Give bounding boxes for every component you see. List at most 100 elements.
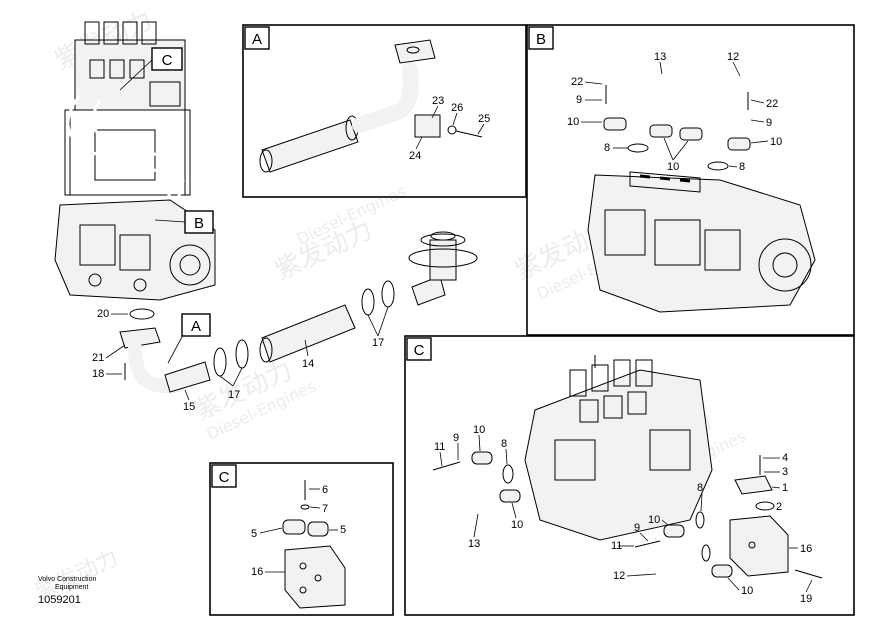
- part-label: 10: [511, 519, 523, 531]
- o-ring: [627, 143, 649, 153]
- part-label: 5: [251, 528, 257, 540]
- hose-clamp: [213, 347, 227, 377]
- part-label: 7: [322, 503, 328, 515]
- footer-company: Volvo Construction: [38, 576, 96, 583]
- bracket: [414, 114, 441, 138]
- part-label: 12: [727, 51, 739, 63]
- part-label: 12: [613, 570, 625, 582]
- panel-b-frame: [526, 24, 855, 336]
- part-label: 8: [697, 482, 703, 494]
- o-ring: [300, 504, 310, 510]
- part-label: 26: [451, 102, 463, 114]
- part-label: 5: [340, 524, 346, 536]
- part-label: 6: [322, 484, 328, 496]
- split-flange: [679, 127, 703, 141]
- suction-elbow: [164, 361, 211, 393]
- panel-b-tag-label: B: [536, 31, 546, 48]
- footer-division: Equipment: [55, 584, 89, 591]
- part-label: 23: [432, 95, 444, 107]
- split-flange: [727, 137, 751, 151]
- o-ring: [695, 511, 705, 529]
- part-label: 9: [634, 522, 640, 534]
- part-label: 22: [571, 76, 583, 88]
- bolt: [432, 461, 461, 471]
- o-ring: [707, 161, 729, 171]
- part-label: 10: [473, 424, 485, 436]
- bolt: [455, 130, 483, 138]
- part-label: 11: [611, 540, 622, 552]
- part-label: 11: [434, 441, 445, 453]
- split-flange: [307, 521, 329, 537]
- detail-panel-a: A 23 26 25 24: [242, 24, 527, 198]
- part-label: 4: [782, 452, 788, 464]
- part-label: 10: [648, 514, 660, 526]
- callout-a: [181, 313, 211, 337]
- control-valve-body: [524, 369, 713, 541]
- panel-a-tag-label: A: [252, 31, 262, 48]
- hose-clamp: [235, 339, 249, 369]
- o-ring: [755, 501, 775, 511]
- part-label: 9: [576, 94, 582, 106]
- valve-block: [729, 515, 789, 577]
- hose-clamp: [361, 288, 375, 316]
- part-label: 18: [92, 368, 104, 380]
- split-flange: [499, 489, 521, 503]
- part-label: 8: [501, 438, 507, 450]
- hydraulic-pump: [587, 174, 816, 313]
- part-label: 10: [567, 116, 579, 128]
- o-ring: [502, 464, 514, 484]
- part-label: 20: [97, 308, 109, 320]
- callout-c-label: C: [162, 52, 173, 69]
- o-ring: [701, 544, 711, 562]
- panel-a-tag: [244, 26, 270, 50]
- hose-clamp: [381, 280, 395, 308]
- drawing-number: 1059201: [38, 594, 81, 606]
- callout-a-label: A: [191, 318, 201, 335]
- part-label: 2: [776, 501, 782, 513]
- suction-hose: [261, 304, 356, 363]
- part-label: 16: [251, 566, 263, 578]
- o-ring: [129, 308, 155, 320]
- part-label: 10: [741, 585, 753, 597]
- panel-b-tag: [528, 26, 554, 50]
- part-label: 22: [766, 98, 778, 110]
- panel-c-large-frame: [404, 335, 855, 616]
- part-label: 3: [782, 466, 788, 478]
- panel-c-small-tag: [211, 464, 237, 488]
- part-label: 8: [604, 142, 610, 154]
- drawing-footer: Volvo Construction Equipment 1059201: [38, 576, 96, 606]
- bolt: [794, 569, 823, 579]
- part-label: 19: [800, 593, 812, 605]
- split-flange: [663, 524, 685, 538]
- split-flange: [711, 564, 733, 578]
- part-label: 10: [667, 161, 679, 173]
- part-label: 14: [302, 358, 314, 370]
- flange: [394, 39, 436, 64]
- panel-c-small-frame: [209, 462, 394, 616]
- part-label: 13: [468, 538, 480, 550]
- part-label: 16: [800, 543, 812, 555]
- part-label: 13: [654, 51, 666, 63]
- part-label: 25: [478, 113, 490, 125]
- panel-a-frame: [242, 24, 527, 198]
- part-label: 17: [228, 389, 240, 401]
- part-label: 1: [782, 482, 788, 494]
- callout-b-label: B: [194, 215, 204, 232]
- split-flange: [603, 117, 627, 131]
- part-label: 9: [453, 432, 459, 444]
- panel-c-large-tag-label: C: [414, 342, 425, 359]
- panel-c-large-tag: [406, 337, 432, 361]
- flange: [734, 475, 773, 495]
- part-label: 21: [92, 352, 104, 364]
- part-label: 15: [183, 401, 195, 413]
- bolt: [634, 540, 661, 548]
- part-label: 24: [409, 150, 421, 162]
- split-flange: [282, 519, 306, 535]
- panel-c-small-tag-label: C: [219, 469, 230, 486]
- split-flange: [649, 124, 673, 138]
- callout-c: [151, 47, 183, 71]
- detail-panel-c-large: C 11 9 1: [404, 335, 855, 616]
- mounting-frame: [64, 109, 191, 196]
- part-label: 8: [739, 161, 745, 173]
- part-label: 9: [766, 117, 772, 129]
